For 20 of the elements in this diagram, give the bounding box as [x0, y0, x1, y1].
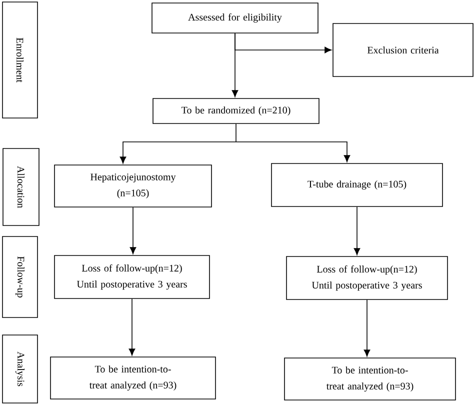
arrow — [236, 142, 350, 162]
process-box: Assessed for eligibility — [152, 2, 318, 34]
process-box: Loss of follow-up(n=12) Until postoperative 3 years — [54, 255, 210, 299]
arrow — [120, 142, 236, 164]
arrow — [354, 206, 360, 256]
stage-label-box: Follow-up — [2, 236, 38, 318]
process-box: T-tube drainage (n=105) — [271, 163, 443, 207]
arrow — [128, 298, 136, 356]
stage-label-box: Allocation — [2, 148, 40, 226]
process-box: To be intention-to-treat analyzed (n=93) — [284, 358, 456, 400]
arrow — [234, 33, 332, 54]
arrow — [130, 207, 136, 254]
process-box: Hepaticojejunostomy (n=105) — [54, 164, 212, 208]
stage-label-box: Analysis — [2, 334, 38, 404]
stage-label-box: Enrollment — [2, 2, 38, 118]
process-box: Exclusion criteria — [332, 23, 474, 77]
process-box: To be randomized (n=210) — [152, 98, 320, 124]
process-box: To be intention-to-treat analyzed (n=93) — [50, 356, 216, 400]
arrow — [364, 300, 370, 357]
process-box: Loss of follow-up(n=12) Until postoperative 3 years — [286, 256, 448, 300]
